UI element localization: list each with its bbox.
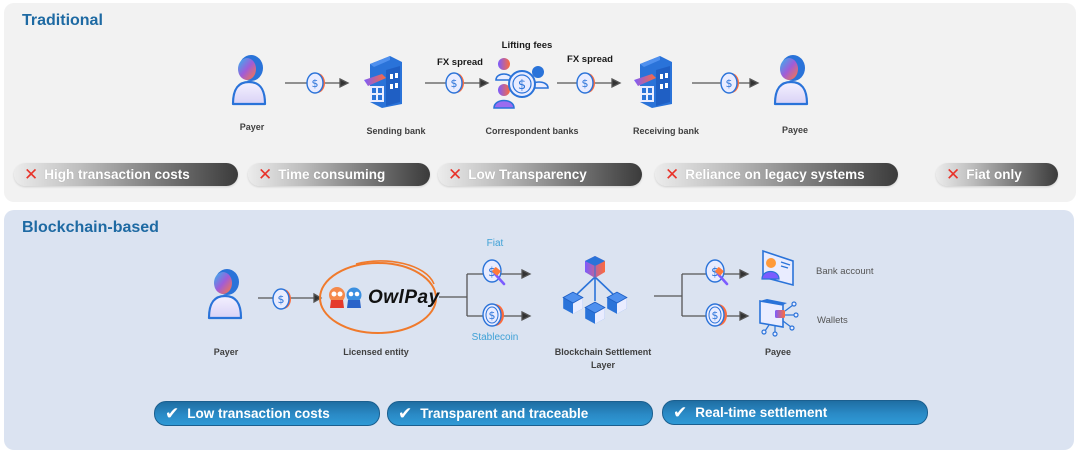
crypto-wallet-icon — [759, 299, 799, 337]
sending-bank-label: Sending bank — [366, 126, 426, 136]
pro-pill-transparent-and-traceable: ✔ Transparent and traceable — [387, 401, 653, 426]
fx-spread-label: FX spread — [437, 57, 483, 68]
receiving-bank-label: Receiving bank — [632, 126, 700, 136]
blockchain-settlement-label-line1: Blockchain Settlement — [554, 347, 652, 357]
con-label: High transaction costs — [44, 167, 190, 182]
stablecoin-icon — [479, 301, 507, 329]
stablecoin-label: Stablecoin — [471, 332, 519, 343]
owlpay-wordmark: OwlPay — [368, 287, 440, 308]
check-icon: ✔ — [398, 404, 413, 423]
owl-mascots-icon — [329, 287, 362, 308]
licensed-entity-label: Licensed entity — [343, 347, 409, 357]
payer-label: Payer — [239, 122, 265, 132]
pro-label: Low transaction costs — [187, 406, 330, 421]
arrowhead — [479, 77, 490, 89]
arrowhead — [749, 77, 760, 89]
owlpay-highlight-circle — [319, 260, 437, 334]
check-icon: ✔ — [165, 404, 180, 423]
arrowhead — [521, 268, 532, 280]
payee-label: Payee — [764, 347, 792, 357]
arrowhead — [611, 77, 622, 89]
fiat-coin-icon — [702, 258, 730, 286]
arrowhead — [313, 292, 323, 304]
check-icon: ✔ — [673, 403, 688, 422]
wallets-label: Wallets — [817, 315, 848, 326]
cross-icon: ✕ — [258, 165, 273, 184]
blockchain-title: Blockchain-based — [22, 219, 159, 236]
arrowhead — [739, 268, 750, 280]
fiat-label: Fiat — [486, 238, 504, 249]
arrowhead — [739, 310, 750, 322]
con-pill-high-transaction-costs: ✕ High transaction costs — [14, 163, 238, 186]
fx-spread-label: FX spread — [567, 54, 613, 65]
correspondent-banks-label: Correspondent banks — [485, 126, 579, 136]
owlpay-logo: OwlPay — [316, 258, 440, 336]
con-label: Time consuming — [278, 167, 386, 182]
pro-label: Real-time settlement — [695, 405, 828, 420]
cross-icon: ✕ — [24, 165, 39, 184]
con-pill-low-transparency: ✕ Low Transparency — [438, 163, 642, 186]
coin-icon — [270, 286, 294, 312]
cross-icon: ✕ — [946, 165, 961, 184]
pro-label: Transparent and traceable — [420, 406, 589, 421]
bank-account-card-icon — [761, 249, 794, 287]
cross-icon: ✕ — [448, 165, 463, 184]
payer-label: Payer — [213, 347, 239, 357]
con-label: Reliance on legacy systems — [685, 167, 865, 182]
lifting-fees-label: Lifting fees — [501, 40, 553, 51]
con-pill-fiat-only: ✕ Fiat only — [936, 163, 1058, 186]
con-label: Low Transparency — [468, 167, 587, 182]
pro-pill-real-time-settlement: ✔ Real-time settlement — [662, 400, 928, 425]
cross-icon: ✕ — [665, 165, 680, 184]
blockchain-settlement-label-line2: Layer — [590, 360, 616, 370]
bank-account-label: Bank account — [816, 266, 874, 277]
blockchain-cubes-icon — [560, 255, 630, 327]
con-label: Fiat only — [966, 167, 1022, 182]
payee-label: Payee — [781, 125, 809, 135]
arrowhead — [339, 77, 350, 89]
pro-pill-low-transaction-costs: ✔ Low transaction costs — [154, 401, 380, 426]
stablecoin-icon — [702, 301, 730, 329]
traditional-title: Traditional — [22, 12, 103, 29]
con-pill-time-consuming: ✕ Time consuming — [248, 163, 430, 186]
fiat-coin-icon — [479, 258, 507, 286]
payer-person-icon — [204, 266, 246, 322]
arrowhead — [521, 310, 532, 322]
con-pill-reliance-on-legacy-systems: ✕ Reliance on legacy systems — [655, 163, 898, 186]
